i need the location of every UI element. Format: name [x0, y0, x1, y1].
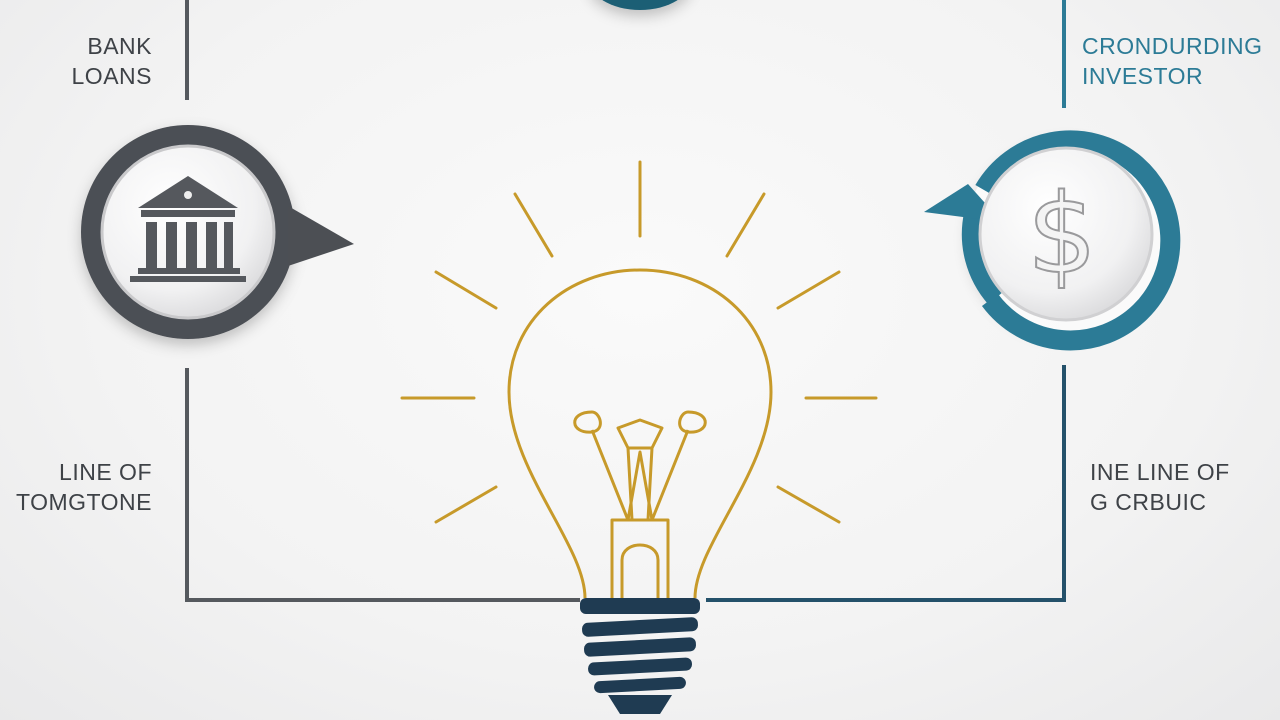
left-bottom-line-1: LINE OF: [59, 459, 152, 485]
right-bottom-line-2: G CRBUIC: [1090, 489, 1207, 515]
crowdfunding-investor-badge: $: [924, 130, 1181, 351]
bulb-screw-base: [580, 598, 700, 714]
bank-loans-badge: [81, 125, 354, 339]
right-arrow-icon: [288, 206, 354, 266]
bank-building-icon: [130, 176, 246, 282]
bank-loans-line-2: LOANS: [71, 63, 152, 89]
top-partial-circle-icon: [602, 0, 678, 10]
right-bottom-connector: [706, 365, 1066, 602]
circular-arrow-ring: [975, 130, 1181, 351]
bank-loans-line-1: BANK: [87, 33, 152, 59]
bulb-glass: [507, 268, 773, 599]
left-bottom-line-2: TOMGTONE: [15, 489, 152, 515]
bulb-filament: [573, 410, 707, 602]
line-of-credit-left-label: LINE OF TOMGTONE: [14, 457, 152, 517]
line-of-credit-right-label: INE LINE OF G CRBUIC: [1090, 457, 1262, 517]
bank-loans-label: BANK LOANS: [40, 31, 152, 91]
right-bottom-line-1: INE LINE OF: [1090, 459, 1230, 485]
connector-lines: [185, 0, 1066, 602]
dollar-sign-icon: $: [1027, 170, 1097, 298]
crowdfunding-line-2: INVESTOR: [1082, 63, 1204, 89]
crowdfunding-investor-label: CRONDURDING INVESTOR: [1082, 31, 1272, 91]
left-bottom-connector: [185, 368, 580, 602]
crowdfunding-line-1: CRONDURDING: [1082, 33, 1263, 59]
light-rays: [400, 160, 878, 524]
lightbulb-icon: [400, 160, 878, 714]
